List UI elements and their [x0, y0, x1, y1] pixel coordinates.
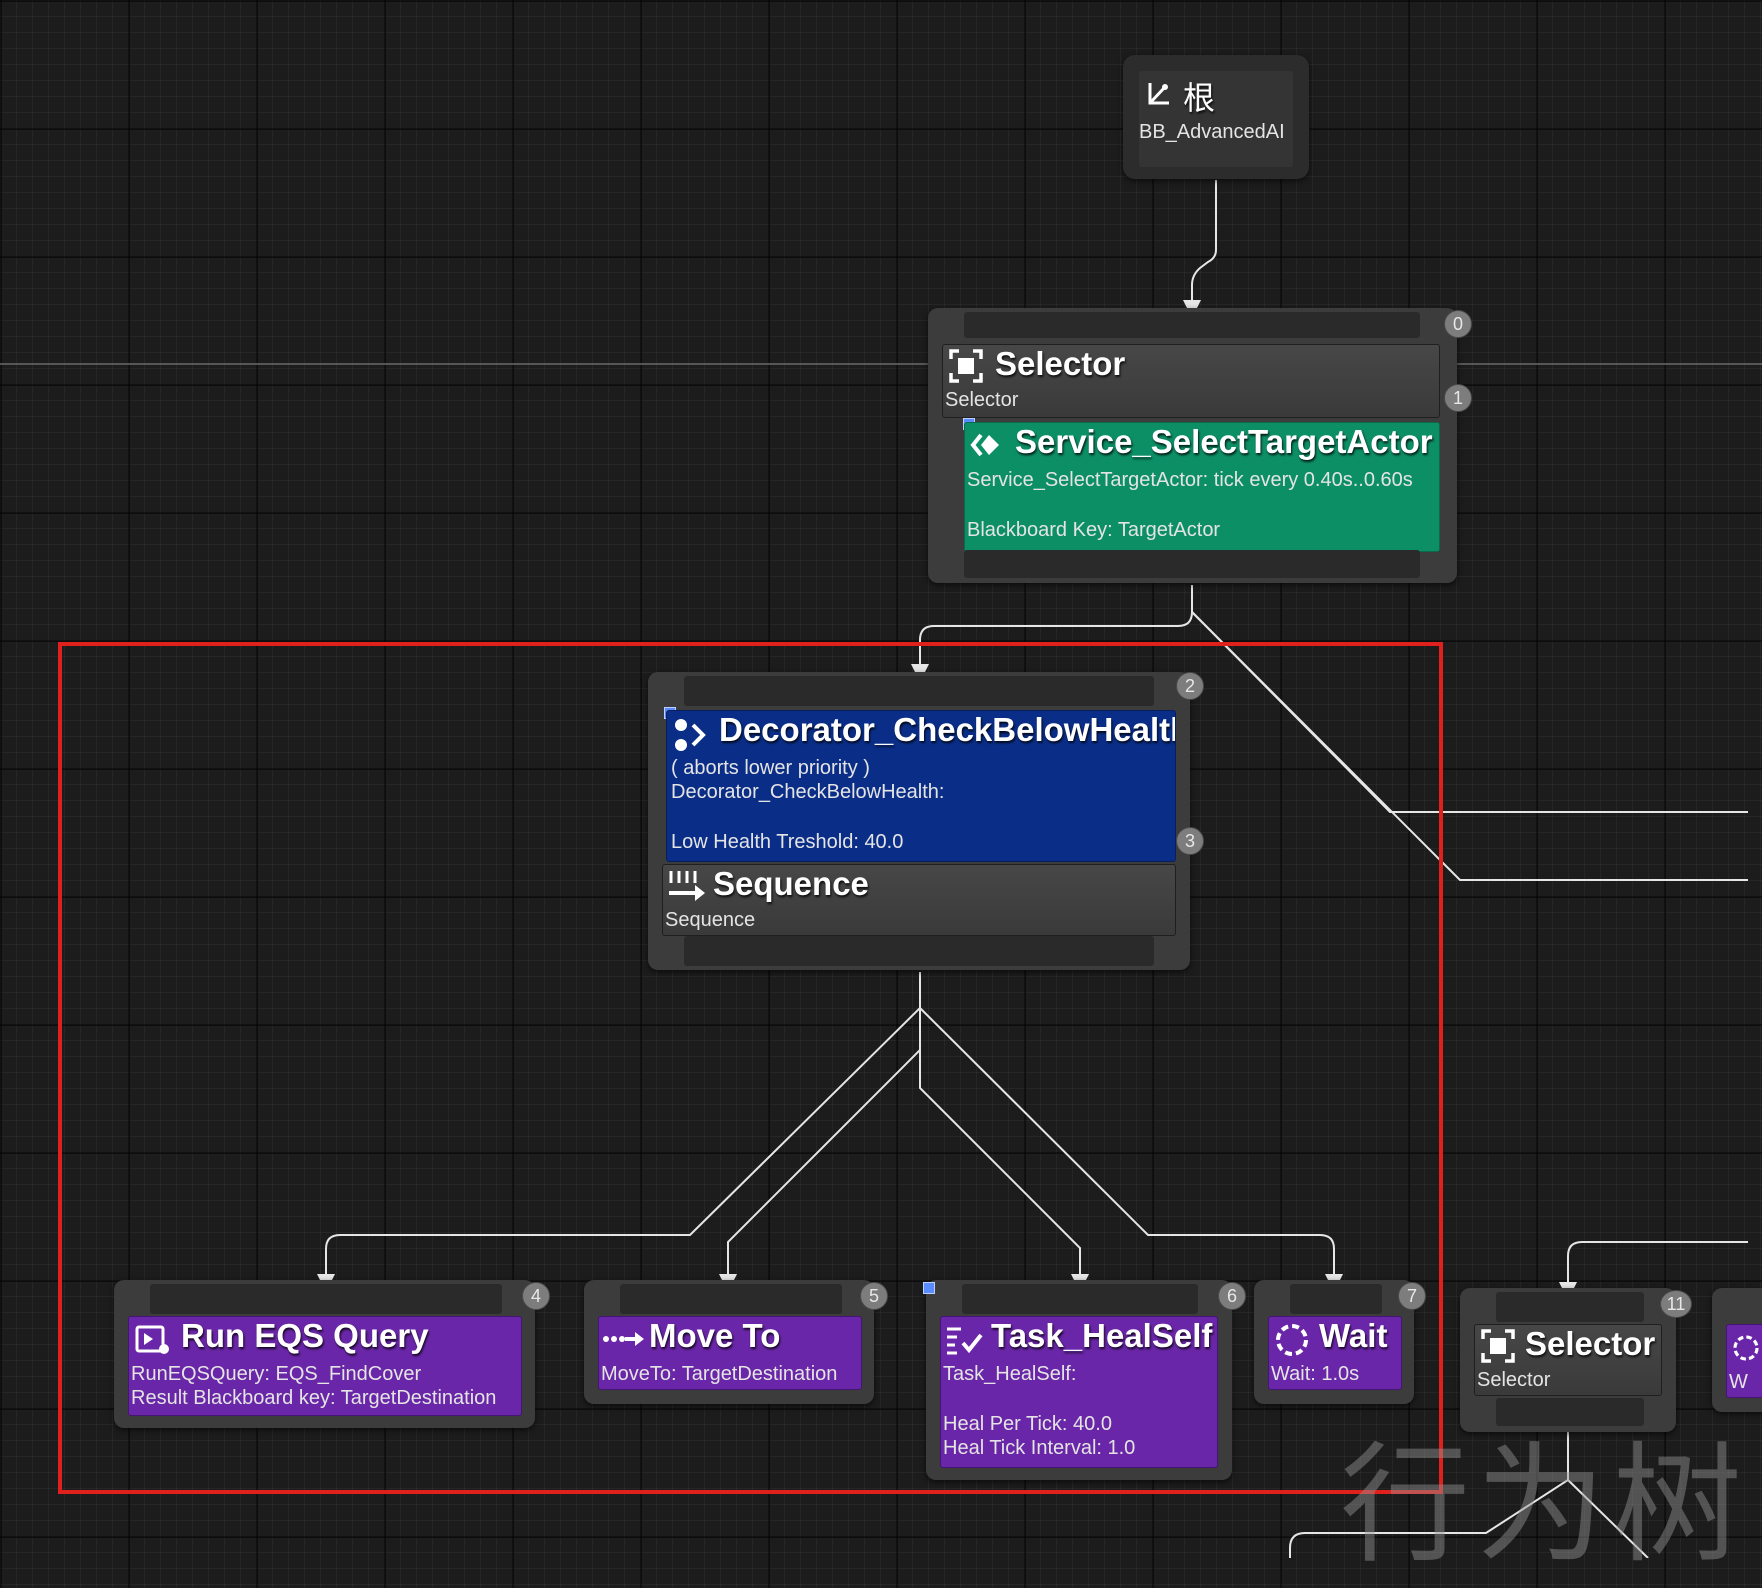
decorator-abort-mode: ( aborts lower priority ): [671, 757, 870, 779]
input-pin-bar[interactable]: [150, 1284, 502, 1314]
task-wait-duration: Wait: 1.0s: [1271, 1363, 1360, 1385]
service-select-target-actor[interactable]: Service_SelectTargetActor Service_Select…: [964, 422, 1440, 552]
sequence-subtitle: Sequence: [665, 909, 756, 931]
execution-index-badge: 6: [1218, 1282, 1246, 1310]
selector-node-main[interactable]: 0 1 Selector Selector Service_SelectTarg…: [928, 308, 1472, 583]
sequence-node[interactable]: 2 3 Decorator_CheckBelowHealth ( aborts …: [648, 672, 1204, 970]
root-title: 根: [1183, 79, 1216, 117]
selector-header: Selector Selector: [942, 344, 1440, 418]
task-body: Move To MoveTo: TargetDestination: [598, 1316, 862, 1390]
selector-icon: [949, 349, 983, 383]
input-pin-bar[interactable]: [1290, 1284, 1382, 1314]
input-pin-bar[interactable]: [964, 312, 1420, 338]
task-destination-label: MoveTo: TargetDestination: [601, 1363, 838, 1385]
root-node-body: 根 BB_AdvancedAI: [1139, 71, 1293, 167]
execution-index-badge: 0: [1444, 310, 1472, 338]
tree-root-icon: [1148, 83, 1169, 105]
root-node[interactable]: 根 BB_AdvancedAI: [1123, 55, 1309, 179]
decorator-threshold: Low Health Treshold: 40.0: [671, 831, 904, 853]
decorator-icon: [675, 719, 706, 751]
selector-node-right[interactable]: 11 Selector Selector: [1460, 1288, 1692, 1432]
task-body: W: [1726, 1324, 1762, 1398]
selector-icon: [1481, 1329, 1515, 1363]
task-result-key: Result Blackboard key: TargetDestination: [131, 1387, 497, 1409]
decorator-title: Decorator_CheckBelowHealth: [719, 711, 1176, 748]
execution-index-badge: 2: [1176, 672, 1204, 700]
output-pin-bar[interactable]: [684, 936, 1154, 966]
task-move-to[interactable]: 5 Move To MoveTo: TargetDestination: [584, 1280, 888, 1404]
task-heal-tick-interval: Heal Tick Interval: 1.0: [943, 1437, 1136, 1459]
task-name-label: Task_HealSelf:: [943, 1363, 1077, 1385]
root-blackboard-label: BB_AdvancedAI: [1139, 121, 1285, 143]
task-body: Wait Wait: 1.0s: [1268, 1316, 1402, 1390]
selector-subtitle: Selector: [945, 389, 1019, 411]
sequence-title: Sequence: [713, 865, 869, 902]
highlight-box: [58, 642, 1443, 1494]
input-pin-bar[interactable]: [620, 1284, 842, 1314]
wait-icon: [1733, 1335, 1759, 1361]
move-to-icon: [603, 1332, 644, 1346]
execution-index-badge: 11: [1660, 1290, 1692, 1318]
eqs-query-icon: [135, 1325, 169, 1354]
task-title: Wait: [1319, 1317, 1388, 1354]
execution-index-badge: 7: [1398, 1282, 1426, 1310]
input-pin-bar[interactable]: [962, 1284, 1198, 1314]
selector-header: Selector Selector: [1474, 1324, 1662, 1396]
service-tick-info: Service_SelectTargetActor: tick every 0.…: [967, 469, 1413, 491]
task-heal-self[interactable]: 6 Task_HealSelf Task_HealSelf: Heal Per …: [923, 1280, 1246, 1480]
input-pin-bar[interactable]: [1496, 1292, 1644, 1322]
wait-icon: [1276, 1324, 1308, 1356]
execution-index-badge: 1: [1444, 384, 1472, 412]
selector-subtitle: Selector: [1477, 1369, 1551, 1391]
service-icon: [970, 433, 999, 457]
sequence-header: Sequence Sequence: [662, 864, 1176, 936]
task-body: Task_HealSelf Task_HealSelf: Heal Per Ti…: [940, 1316, 1218, 1468]
task-title: Task_HealSelf: [991, 1317, 1213, 1354]
decorator-check-below-health[interactable]: Decorator_CheckBelowHealth ( aborts lowe…: [666, 710, 1176, 862]
execution-index-badge: 5: [860, 1282, 888, 1310]
task-heal-per-tick: Heal Per Tick: 40.0: [943, 1413, 1112, 1435]
task-icon: [947, 1327, 983, 1355]
decorator-name-label: Decorator_CheckBelowHealth:: [671, 781, 945, 803]
task-partial-label: W: [1729, 1371, 1748, 1393]
task-query-label: RunEQSQuery: EQS_FindCover: [131, 1363, 422, 1385]
task-wait[interactable]: 7 Wait Wait: 1.0s: [1254, 1280, 1426, 1404]
watermark-text: 行为树: [1340, 1429, 1749, 1581]
selector-title: Selector: [995, 345, 1126, 382]
sequence-icon: [669, 871, 705, 901]
task-node-partial[interactable]: W: [1712, 1288, 1762, 1412]
input-pin-bar[interactable]: [684, 676, 1154, 706]
output-pin-bar[interactable]: [1496, 1398, 1644, 1426]
breakpoint-marker: [923, 1282, 935, 1294]
task-title: Move To: [649, 1317, 781, 1354]
output-pin-bar[interactable]: [964, 550, 1420, 578]
selector-title: Selector: [1525, 1325, 1656, 1362]
execution-index-badge: 4: [522, 1282, 550, 1310]
task-body: Run EQS Query RunEQSQuery: EQS_FindCover…: [128, 1316, 522, 1416]
task-title: Run EQS Query: [181, 1317, 429, 1354]
task-run-eqs-query[interactable]: 4 Run EQS Query RunEQSQuery: EQS_FindCov…: [114, 1280, 550, 1428]
service-blackboard-key: Blackboard Key: TargetActor: [967, 519, 1221, 541]
execution-index-badge: 3: [1176, 827, 1204, 855]
service-title: Service_SelectTargetActor: [1015, 423, 1433, 460]
